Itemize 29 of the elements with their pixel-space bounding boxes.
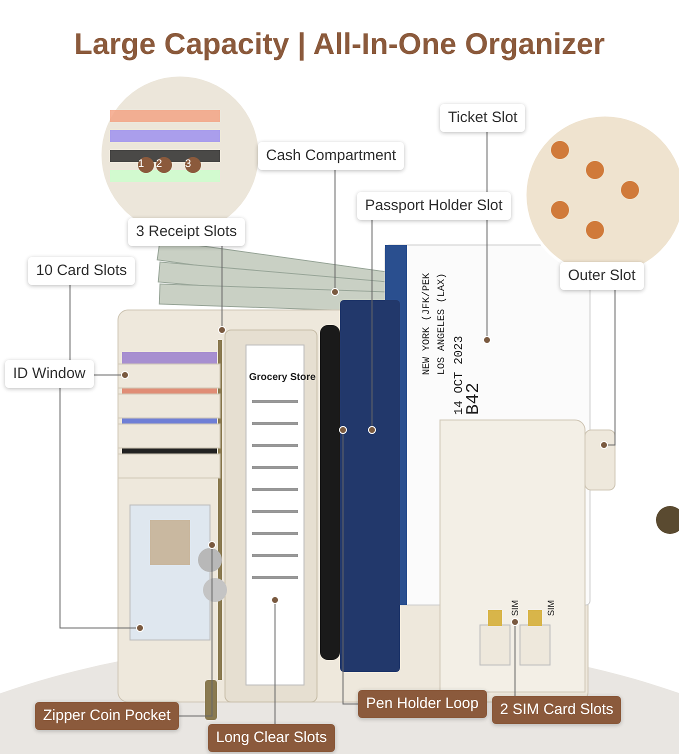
- printed-text: LOS ANGELES (LAX): [437, 272, 448, 375]
- callout-number: 1: [138, 158, 144, 170]
- printed-text: NEW YORK (JFK/PEK: [422, 272, 433, 375]
- callout-label: Long Clear Slots: [208, 724, 335, 752]
- leader-line: [342, 434, 358, 704]
- printed-text: SIM: [546, 600, 556, 616]
- callout-label: ID Window: [5, 360, 94, 388]
- callout-number: 2: [156, 158, 162, 170]
- leader-line: [334, 170, 336, 288]
- callout-label: Cash Compartment: [258, 142, 404, 170]
- printed-text: SIM: [510, 600, 520, 616]
- callout-number: 3: [185, 158, 192, 170]
- leader-line: [514, 626, 516, 696]
- callout-label: Outer Slot: [560, 262, 644, 290]
- printed-text: Grocery Store: [249, 372, 316, 383]
- callout-label: Passport Holder Slot: [357, 192, 511, 220]
- leader-line: [608, 290, 616, 446]
- leader-line: [60, 388, 136, 628]
- callout-label: Ticket Slot: [440, 104, 526, 132]
- leader-line: [274, 604, 276, 724]
- leader-line: [178, 548, 212, 716]
- title: Large Capacity | All-In-One Organizer: [73, 28, 606, 62]
- callout-label: Pen Holder Loop: [358, 690, 487, 718]
- callout-label: 3 Receipt Slots: [128, 218, 245, 246]
- callout-label: Zipper Coin Pocket: [35, 702, 179, 730]
- printed-text: B42: [464, 382, 484, 415]
- callout-label: 2 SIM Card Slots: [492, 696, 622, 724]
- printed-text: 14 OCT 2023: [452, 336, 466, 415]
- callout-label: 10 Card Slots: [28, 257, 135, 285]
